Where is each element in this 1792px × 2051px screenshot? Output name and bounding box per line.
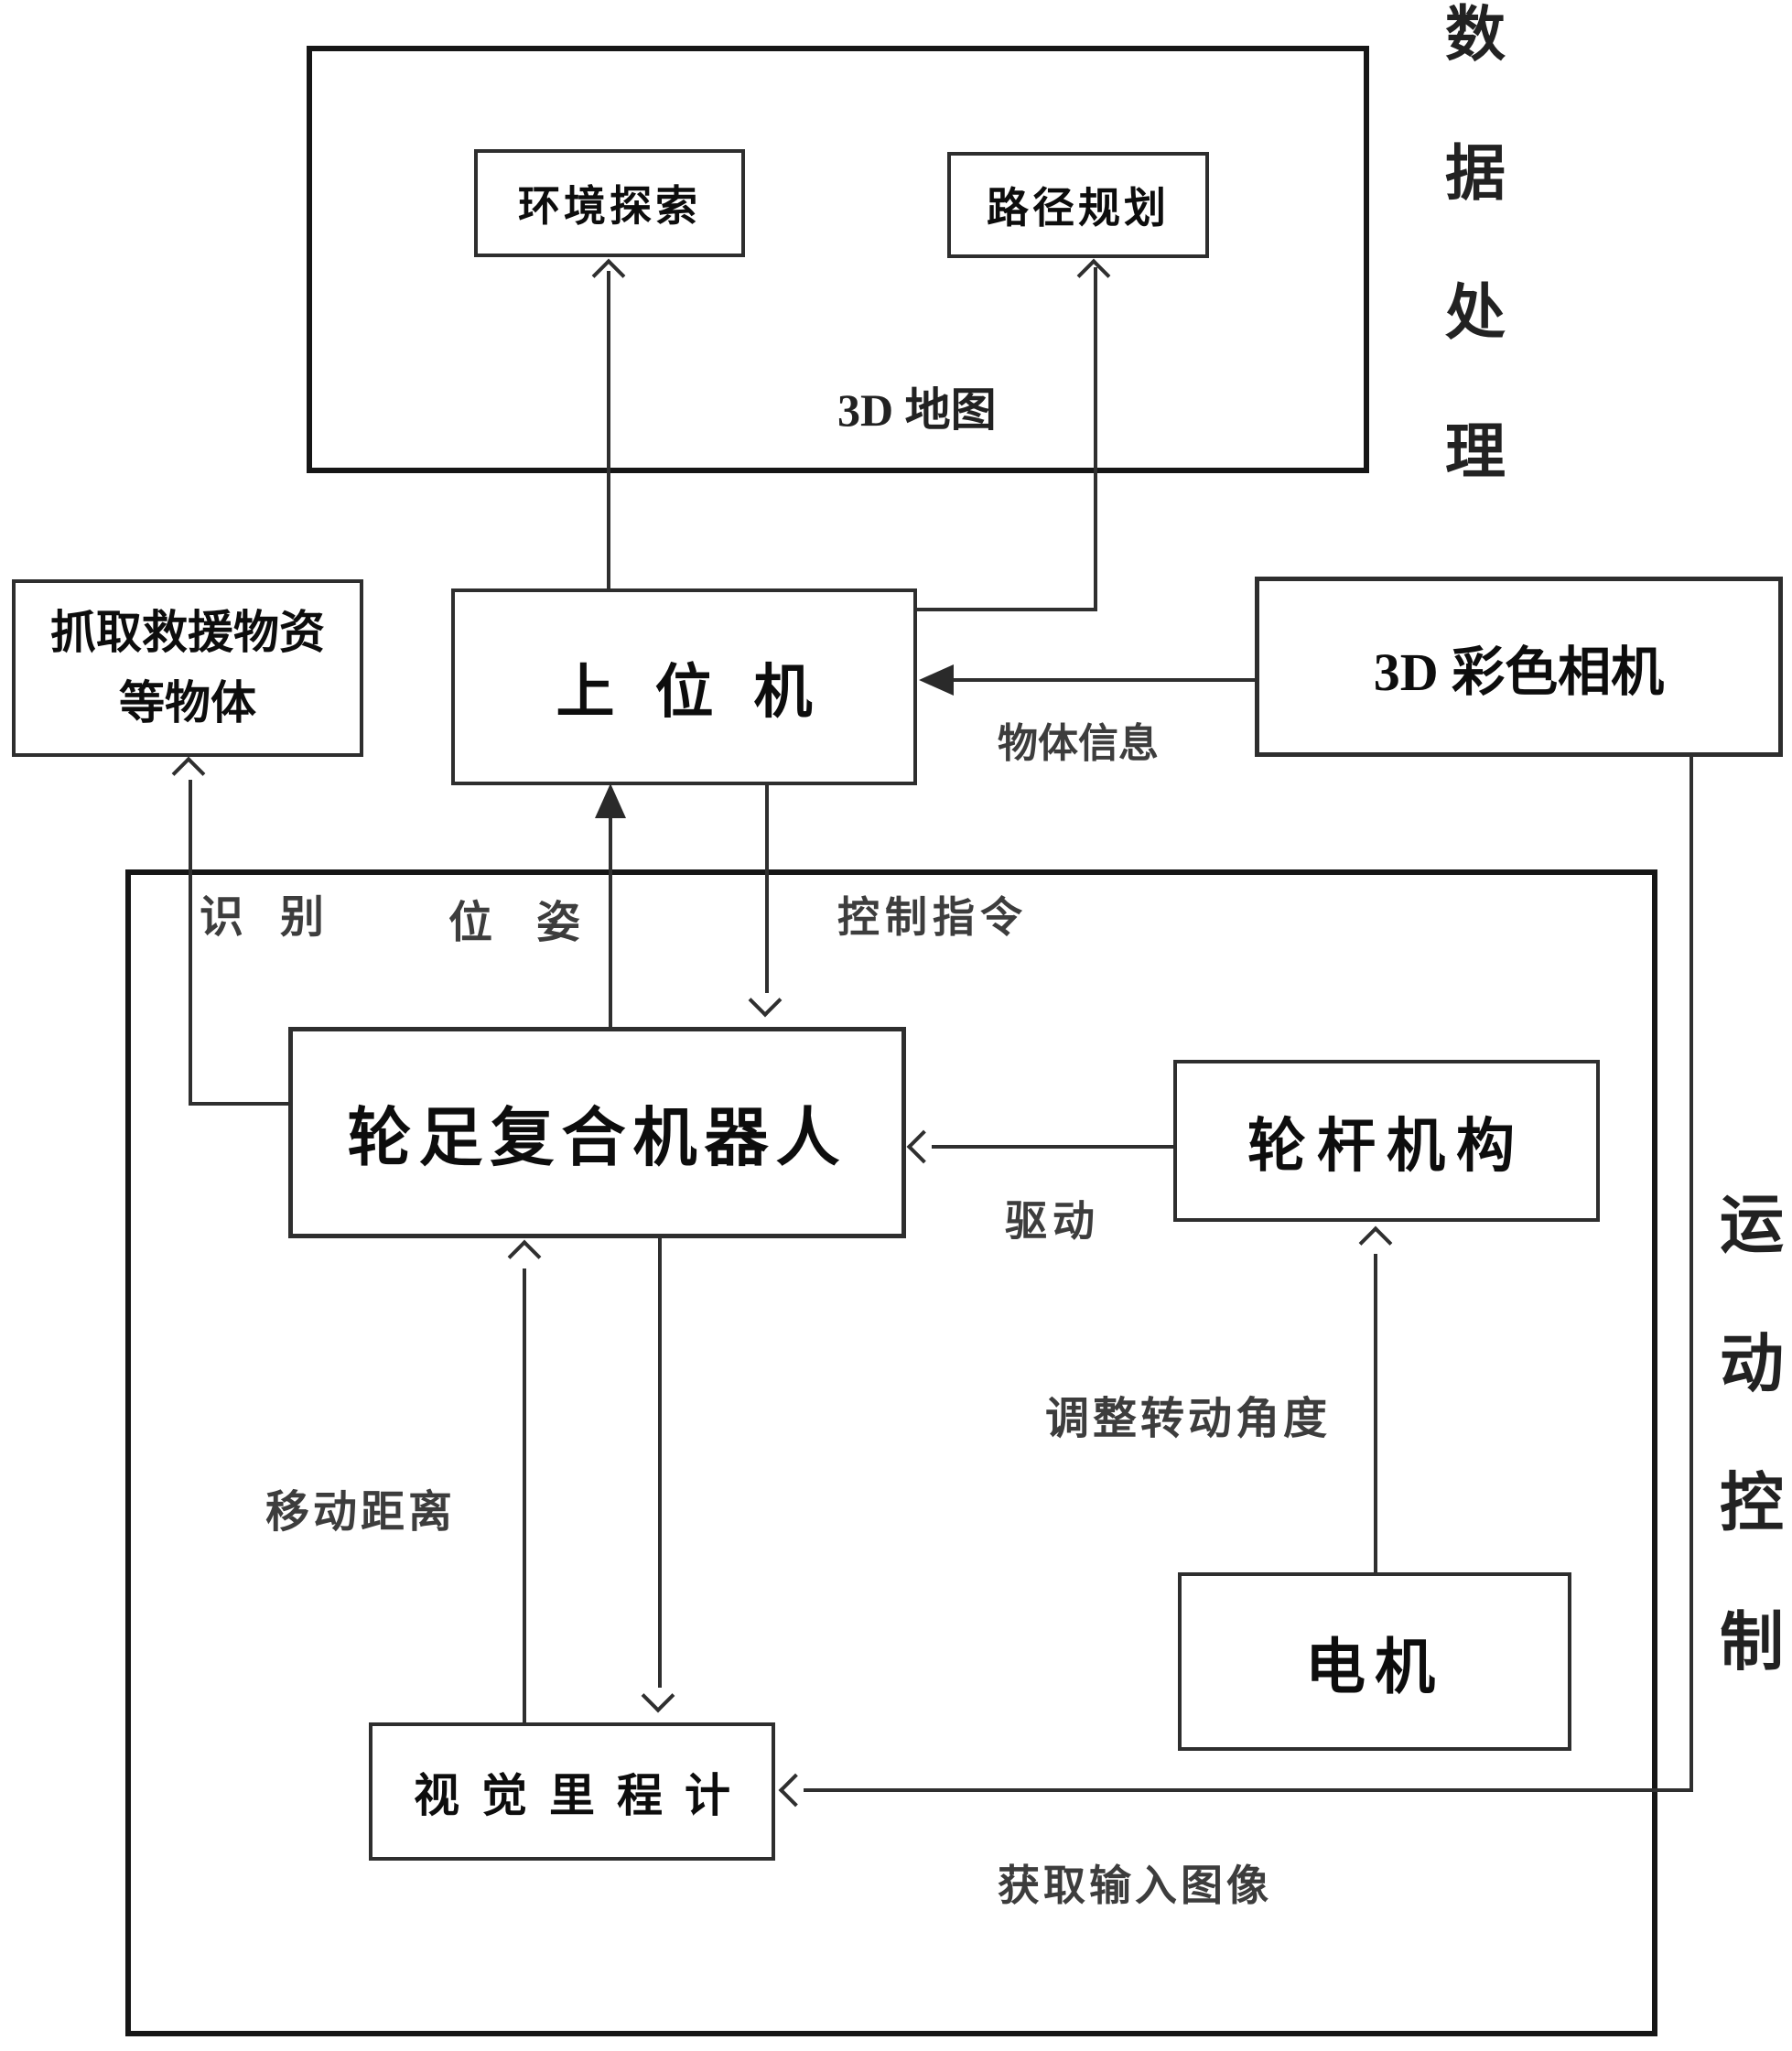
grasp-supplies-line2: 等物体 — [119, 677, 256, 729]
visual-odometry-label: 视觉里程计 — [414, 1769, 752, 1821]
data-processing-caption: 数 据 处 理 — [1441, 5, 1510, 483]
map-3d-label: 3D 地图 — [837, 384, 997, 436]
caption-char: 制 — [1720, 1608, 1784, 1679]
adjust-angle-label: 调整转动角度 — [1045, 1395, 1332, 1443]
grasp-supplies-node: 抓取救援物资 等物体 — [12, 579, 363, 757]
edge-robot-to-odometry-line — [658, 1237, 662, 1688]
edge-odometry-to-robot-line — [523, 1268, 526, 1722]
caption-char: 数 — [1445, 2, 1506, 69]
edge-camera-to-host-line — [950, 678, 1255, 682]
caption-char: 处 — [1445, 280, 1506, 347]
wheel-rod-node: 轮杆机构 — [1173, 1060, 1600, 1222]
edge-host-to-path-hline — [917, 608, 1097, 611]
motion-control-caption: 运 动 控 制 — [1715, 1194, 1788, 1676]
drive-label: 驱动 — [1005, 1198, 1100, 1245]
edge-camera-to-odometry-hline — [804, 1788, 1693, 1792]
pose-label: 位姿 — [448, 899, 625, 947]
caption-char: 据 — [1445, 141, 1506, 208]
edge-motor-to-wheelrod-line — [1374, 1254, 1377, 1572]
wheel-foot-robot-node: 轮足复合机器人 — [288, 1027, 906, 1238]
edge-robot-to-grasp-hline — [189, 1102, 288, 1106]
wheel-foot-robot-label: 轮足复合机器人 — [347, 1104, 847, 1174]
caption-char: 理 — [1445, 419, 1506, 486]
motor-label: 电机 — [1305, 1634, 1444, 1701]
motion-control-container-box — [125, 869, 1657, 2036]
control-cmd-label: 控制指令 — [837, 894, 1028, 941]
camera-3d-node: 3D 彩色相机 — [1255, 577, 1783, 757]
object-info-label: 物体信息 — [998, 721, 1159, 766]
path-plan-node: 路径规划 — [947, 152, 1209, 258]
edge-wheelrod-to-robot-line — [932, 1145, 1173, 1149]
camera-3d-label: 3D 彩色相机 — [1373, 642, 1665, 702]
host-computer-node: 上位机 — [451, 588, 917, 785]
arrowhead-robot-to-host — [595, 783, 626, 818]
edge-robot-to-host-line — [609, 816, 612, 1027]
get-image-label: 获取输入图像 — [998, 1862, 1272, 1909]
edge-host-to-path-vline — [1094, 267, 1097, 611]
env-explore-label: 环境探索 — [518, 183, 701, 230]
caption-char: 控 — [1720, 1469, 1784, 1539]
edge-host-to-env-line — [607, 271, 610, 588]
visual-odometry-node: 视觉里程计 — [369, 1722, 775, 1861]
wheel-rod-label: 轮杆机构 — [1247, 1113, 1526, 1179]
caption-char: 运 — [1720, 1191, 1784, 1261]
path-plan-label: 路径规划 — [987, 185, 1170, 232]
move-distance-label: 移动距离 — [265, 1488, 457, 1537]
edge-camera-to-odometry-vline — [1689, 755, 1693, 1792]
edge-host-to-robot-line — [765, 784, 769, 993]
env-explore-node: 环境探索 — [474, 149, 745, 257]
caption-char: 动 — [1720, 1330, 1784, 1400]
arrowhead-camera-to-host — [919, 664, 954, 696]
grasp-supplies-line1: 抓取救援物资 — [50, 606, 325, 658]
edge-robot-to-grasp-vline — [189, 780, 192, 1106]
recognize-label: 识别 — [200, 893, 362, 942]
host-computer-label: 上位机 — [556, 659, 853, 725]
motor-node: 电机 — [1178, 1572, 1571, 1751]
arrowhead-robot-to-grasp — [171, 756, 206, 791]
data-processing-container-box — [307, 46, 1369, 473]
